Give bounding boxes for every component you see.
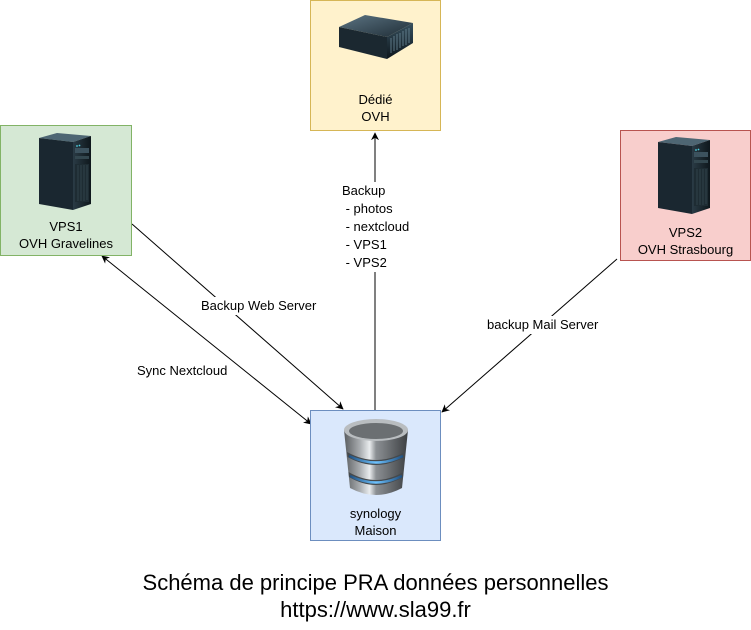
node-title: Dédié xyxy=(358,92,393,107)
edge-backup-web-server[interactable] xyxy=(131,223,344,410)
edge-sync-nextcloud[interactable] xyxy=(101,255,312,425)
rack-server-icon xyxy=(339,15,413,59)
tower-server-icon xyxy=(39,133,91,210)
node-title: synology xyxy=(349,506,402,521)
caption-url[interactable]: https://www.sla99.fr xyxy=(280,597,471,622)
node-label: synology Maison xyxy=(311,505,440,539)
edge-label-sync-nextcloud: Sync Nextcloud xyxy=(137,362,228,380)
edge-label-backup-dedie: Backup - photos - nextcloud - VPS1 - VPS… xyxy=(340,182,412,272)
node-subtitle: Maison xyxy=(354,523,397,538)
node-label: Dédié OVH xyxy=(311,91,440,125)
caption-title: Schéma de principe PRA données personnel… xyxy=(142,570,609,595)
edge-label-backup-web-server: Backup Web Server xyxy=(201,297,317,315)
node-vps1[interactable]: VPS1 OVH Gravelines xyxy=(0,125,132,256)
edge-label-backup-mail-server: backup Mail Server xyxy=(487,316,599,334)
node-vps2[interactable]: VPS2 OVH Strasbourg xyxy=(620,130,751,261)
node-synology[interactable]: synology Maison xyxy=(310,410,441,541)
node-subtitle: OVH Strasbourg xyxy=(637,242,734,257)
tower-server-icon xyxy=(658,137,710,214)
node-subtitle: OVH xyxy=(361,109,390,124)
node-label: VPS2 OVH Strasbourg xyxy=(621,224,750,258)
node-subtitle: OVH Gravelines xyxy=(19,236,113,251)
node-dedie-ovh[interactable]: Dédié OVH xyxy=(310,0,441,131)
node-title: VPS1 xyxy=(49,219,83,234)
edge-backup-mail-server[interactable] xyxy=(441,258,618,413)
database-icon xyxy=(344,419,408,495)
diagram-caption: Schéma de principe PRA données personnel… xyxy=(0,569,751,623)
node-label: VPS1 OVH Gravelines xyxy=(1,218,131,252)
node-title: VPS2 xyxy=(668,225,703,240)
